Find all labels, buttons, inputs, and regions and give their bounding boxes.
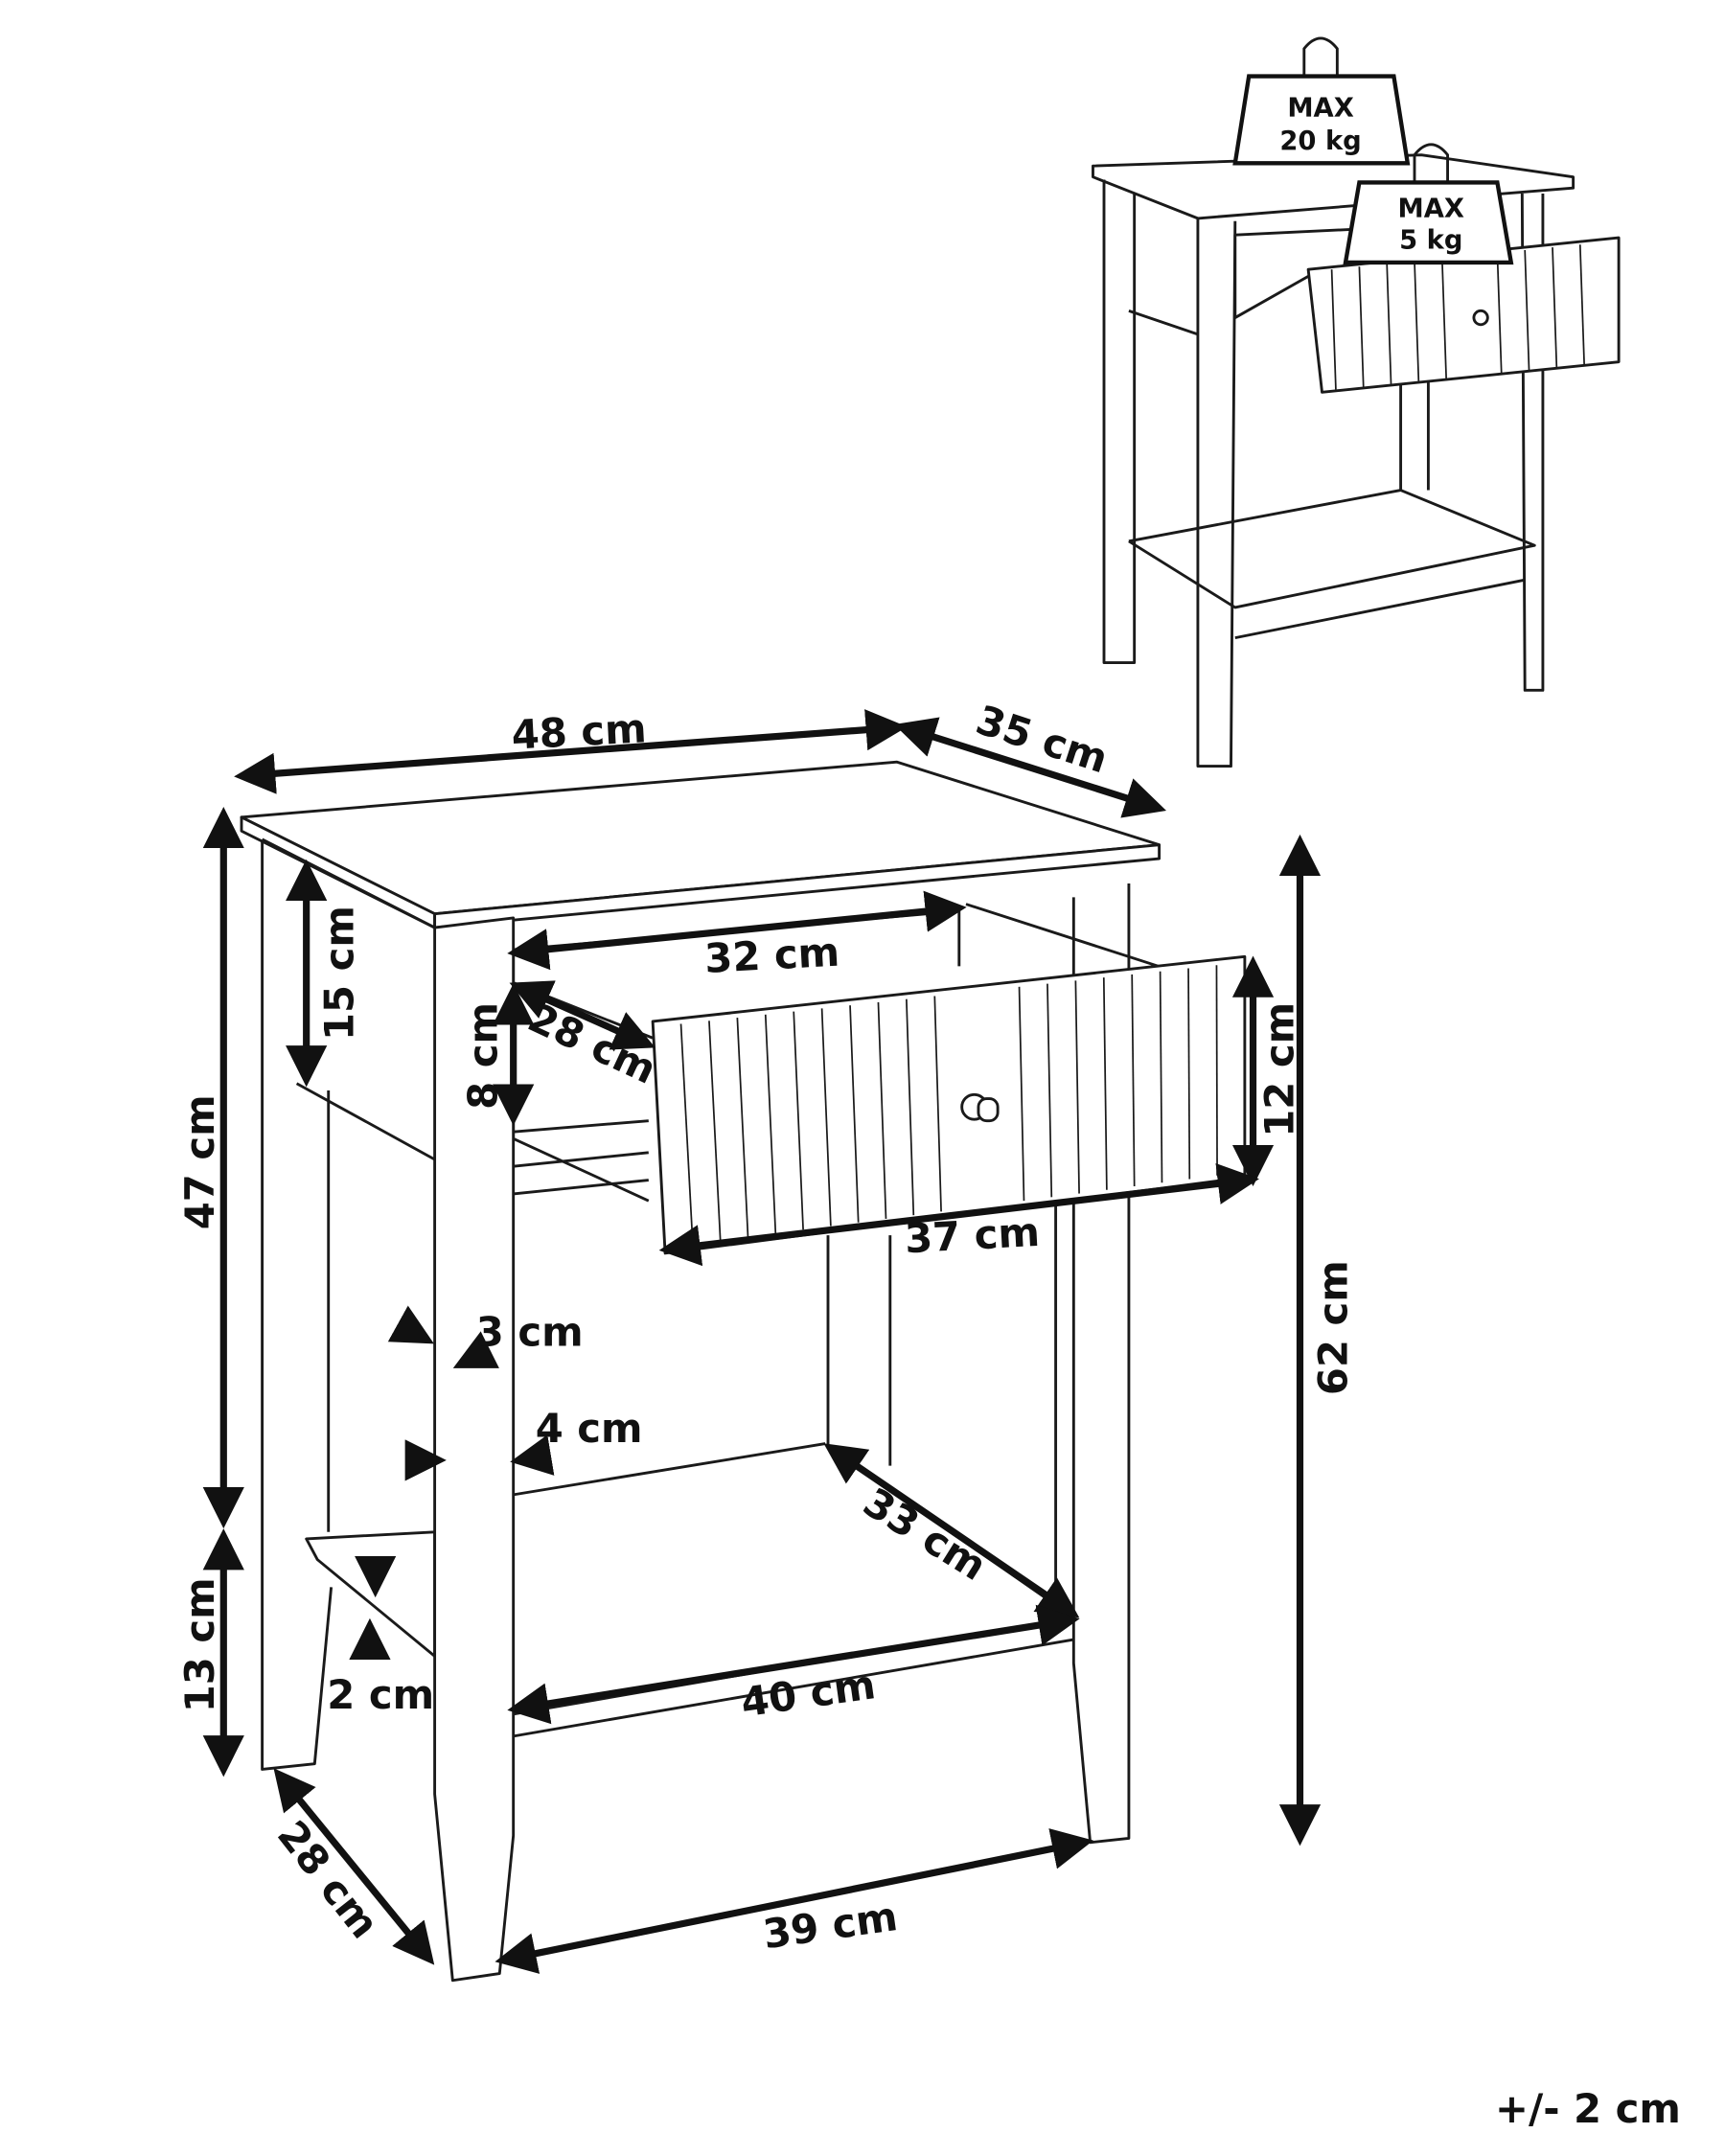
top-max-value: 20 kg [1279, 126, 1361, 156]
label-top-width: 48 cm [510, 704, 647, 758]
label-shelf-height: 13 cm [176, 1577, 223, 1712]
top-max-label: MAX [1287, 93, 1354, 123]
drawer-groove [1131, 974, 1136, 1187]
reference-table-illustration: MAX 20 kg MAX 5 kg [1092, 36, 1621, 768]
dimension-arrows [202, 709, 1322, 1974]
tolerance-note: +/- 2 cm [1495, 2085, 1681, 2132]
drawer-groove [1102, 977, 1108, 1190]
label-upper-height: 47 cm [176, 1094, 223, 1229]
label-apron-height: 15 cm [316, 906, 363, 1041]
label-leg-thickness-side: 3 cm [476, 1308, 584, 1355]
label-drawer-inner-width: 32 cm [703, 929, 840, 982]
label-total-height: 62 cm [1309, 1260, 1356, 1395]
drawer-groove [1159, 971, 1163, 1183]
drawer-max-label: MAX [1398, 194, 1465, 223]
drawer-groove [1215, 965, 1218, 1176]
drawer-groove [1074, 980, 1080, 1194]
label-shelf-depth: 33 cm [856, 1479, 995, 1590]
label-drawer-front-height: 12 cm [1255, 1002, 1302, 1137]
drawer-groove [1187, 968, 1191, 1180]
weight-icon-top: MAX 20 kg [1232, 36, 1411, 166]
drawer-groove [1046, 983, 1053, 1198]
label-drawer-inner-height: 8 cm [459, 1002, 506, 1110]
label-drawer-front-width: 37 cm [904, 1208, 1041, 1262]
label-leg-thickness-front: 4 cm [536, 1405, 643, 1452]
drawer-max-value: 5 kg [1399, 226, 1462, 256]
knob-icon [1472, 309, 1489, 327]
drawer-front-grooves [1330, 244, 1585, 390]
label-drawer-depth: 28 cm [521, 994, 663, 1093]
label-shelf-thickness: 2 cm [327, 1671, 434, 1718]
weight-icon-drawer: MAX 5 kg [1343, 143, 1514, 265]
